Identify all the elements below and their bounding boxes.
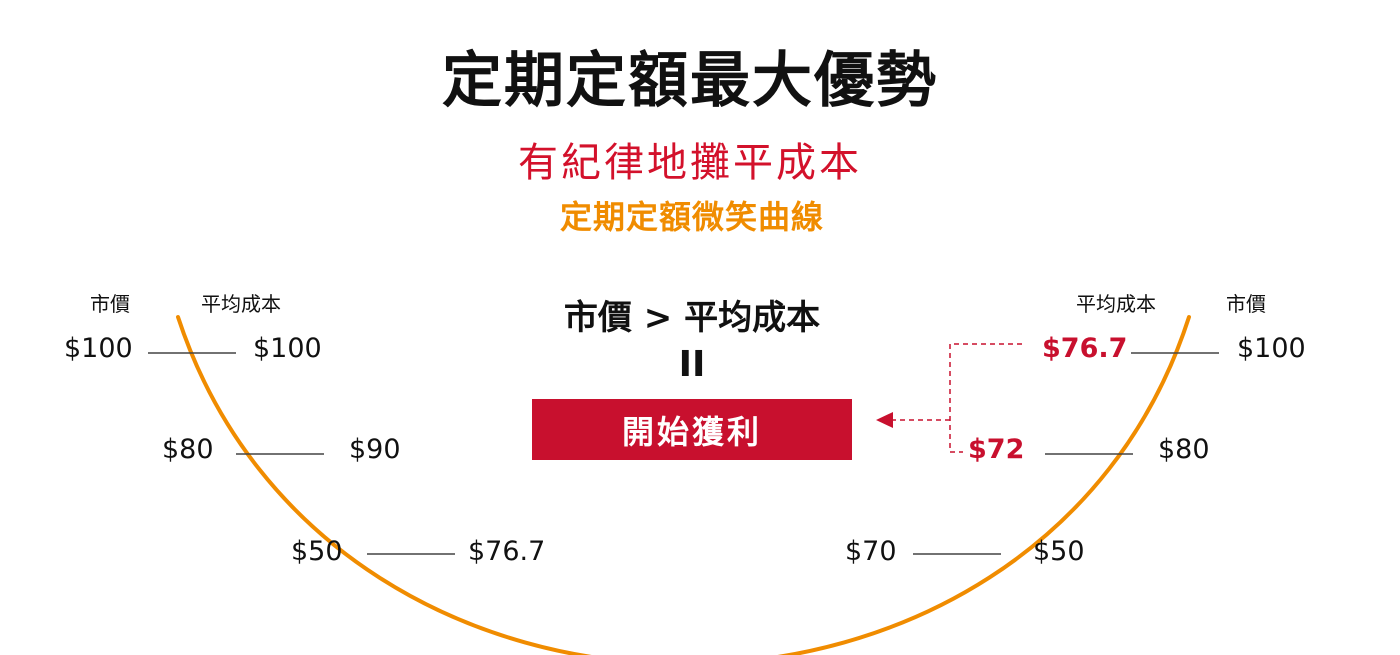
smile-curve xyxy=(176,315,1191,655)
right-row1-avg: $76.7 xyxy=(1042,333,1128,364)
left-row3-avg: $76.7 xyxy=(468,536,546,567)
profit-arrowhead-icon xyxy=(876,412,893,428)
profit-label: 開始獲利 xyxy=(621,412,762,451)
market-vs-cost-headline: 市價 > 平均成本 xyxy=(563,298,821,338)
right-header-avg: 平均成本 xyxy=(1076,292,1156,316)
equals-mark: II xyxy=(678,344,706,385)
left-header-market: 市價 xyxy=(90,292,130,316)
left-header-avg: 平均成本 xyxy=(201,292,281,316)
right-row2-market: $80 xyxy=(1158,434,1210,465)
profit-dashed-connector xyxy=(949,343,1022,453)
right-row3-avg: $70 xyxy=(845,536,897,567)
profit-badge: 開始獲利 xyxy=(532,399,852,460)
right-row3-market: $50 xyxy=(1033,536,1085,567)
page-subtitle: 有紀律地攤平成本 xyxy=(518,140,862,186)
left-row1-market: $100 xyxy=(64,333,133,364)
smile-curve-subtitle: 定期定額微笑曲線 xyxy=(559,198,825,236)
left-row3-market: $50 xyxy=(291,536,343,567)
left-row1-avg: $100 xyxy=(253,333,322,364)
left-row2-market: $80 xyxy=(162,434,214,465)
right-header-market: 市價 xyxy=(1226,292,1266,316)
page-title: 定期定額最大優勢 xyxy=(442,46,938,116)
left-row2-avg: $90 xyxy=(349,434,401,465)
right-row2-avg: $72 xyxy=(968,434,1025,465)
right-row1-market: $100 xyxy=(1237,333,1306,364)
